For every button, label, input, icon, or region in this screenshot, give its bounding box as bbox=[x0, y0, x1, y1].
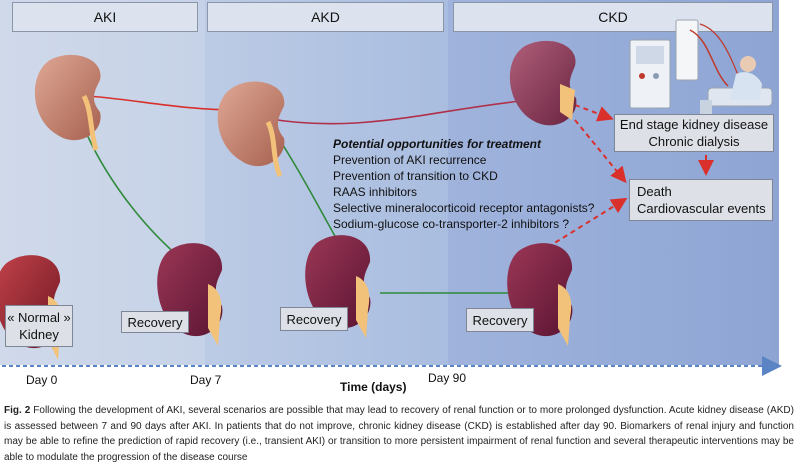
day-7-label: Day 7 bbox=[190, 373, 222, 387]
akd-stage-header: AKD bbox=[207, 2, 444, 32]
red-path-akd-to-ckd bbox=[264, 99, 531, 125]
treatment-title: Potential opportunities for treatment bbox=[333, 137, 542, 151]
figure-caption: Fig. 2 Following the development of AKI,… bbox=[4, 403, 794, 465]
aki-stage-header: AKI bbox=[12, 2, 198, 32]
treatment-item: Selective mineralocorticoid receptor ant… bbox=[333, 201, 595, 215]
arrow-recovery-to-death bbox=[539, 197, 628, 253]
recovery-box-akd: Recovery bbox=[280, 307, 348, 331]
treatment-item: RAAS inhibitors bbox=[333, 185, 418, 199]
recovery-box-ckd: Recovery bbox=[466, 308, 534, 332]
recovery-box-aki: Recovery bbox=[121, 311, 189, 333]
esrd-label-1: End stage kidney disease bbox=[619, 117, 769, 132]
day-0-label: Day 0 bbox=[26, 373, 58, 387]
treatment-opportunities: Potential opportunities for treatment Pr… bbox=[333, 136, 594, 232]
kidney-recovery-2 bbox=[305, 235, 371, 338]
treatment-item: Prevention of AKI recurrence bbox=[333, 153, 487, 167]
normal-kidney-label-1: « Normal » bbox=[7, 310, 71, 325]
kidney-ckd bbox=[509, 40, 577, 126]
esrd-box: End stage kidney disease Chronic dialysi… bbox=[614, 114, 774, 152]
dialysis-illustration bbox=[629, 19, 773, 114]
treatment-item: Sodium-glucose co-transporter-2 inhibito… bbox=[333, 217, 570, 231]
day-90-label: Day 90 bbox=[428, 371, 467, 385]
death-label-1: Death bbox=[637, 184, 672, 199]
esrd-label-2: Chronic dialysis bbox=[648, 134, 740, 149]
death-label-2: Cardiovascular events bbox=[637, 201, 766, 216]
kidney-aki-injured bbox=[34, 54, 101, 151]
treatment-item: Prevention of transition to CKD bbox=[333, 169, 498, 183]
death-box: Death Cardiovascular events bbox=[629, 179, 773, 221]
arrow-ckd-to-esrd bbox=[574, 104, 614, 122]
green-path-aki-recovery bbox=[79, 117, 186, 263]
normal-kidney-box: « Normal » Kidney bbox=[5, 305, 73, 347]
figure-label: Fig. 2 bbox=[4, 405, 31, 416]
arrow-ckd-to-death bbox=[574, 119, 627, 184]
caption-text: Following the development of AKI, severa… bbox=[4, 405, 794, 463]
red-path-aki-to-akd bbox=[87, 95, 241, 111]
ckd-stage-header: CKD bbox=[453, 2, 773, 32]
time-axis-title: Time (days) bbox=[340, 380, 407, 394]
normal-kidney-label-2: Kidney bbox=[19, 327, 59, 342]
kidney-akd-injured bbox=[217, 81, 285, 178]
